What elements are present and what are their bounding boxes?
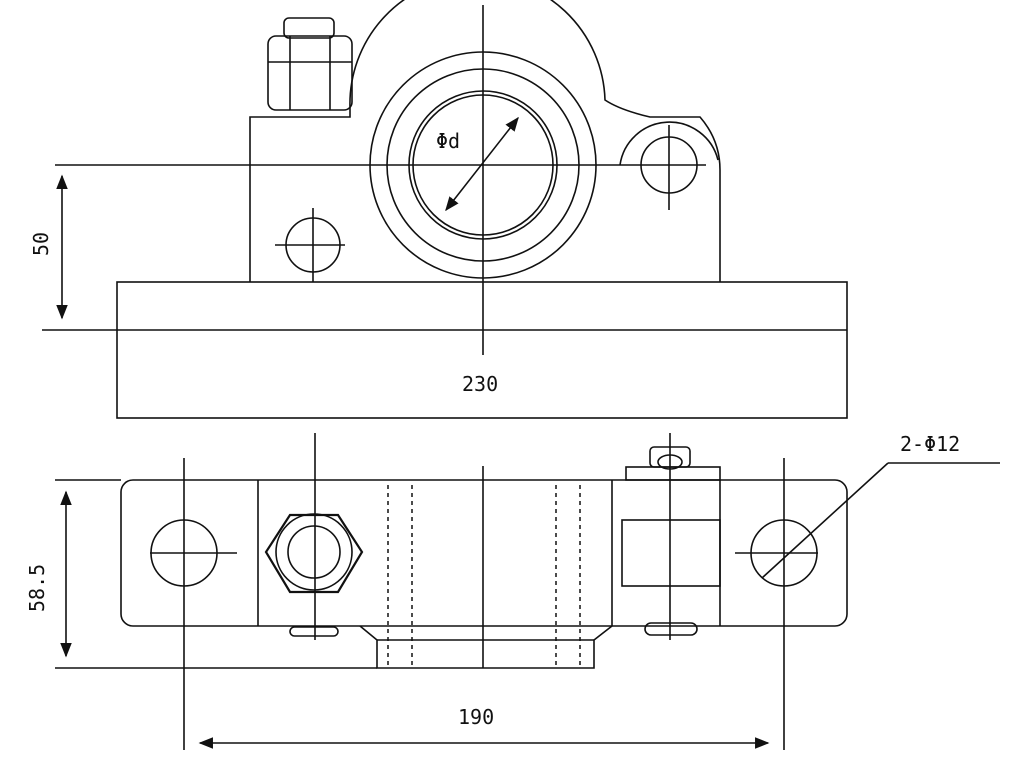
housing-outline (249, 0, 721, 282)
lug-boss-arc (619, 121, 719, 166)
callout-leader (761, 462, 889, 579)
phi-d-label: Φd (436, 129, 460, 153)
base-plate-outline (116, 281, 848, 419)
front-view: Φd 50 230 (29, 0, 848, 419)
slot-right (644, 622, 698, 636)
top-plate-outline (120, 479, 848, 627)
phi-d-arrow (445, 116, 519, 212)
dim-50-label: 50 (29, 232, 53, 256)
bottom-foot-outline (359, 625, 613, 669)
callout-holes-label: 2-Φ12 (900, 432, 960, 456)
hex-nut-side (267, 17, 353, 111)
dim-190-label: 190 (458, 705, 494, 729)
hex-nut-top (264, 513, 364, 594)
grease-fitting (625, 446, 721, 481)
top-view: 58.5 190 2-Φ12 (25, 432, 1000, 750)
dim-58-5-label: 58.5 (25, 564, 49, 612)
slot-left (289, 626, 339, 637)
dim-230-label: 230 (462, 372, 498, 396)
